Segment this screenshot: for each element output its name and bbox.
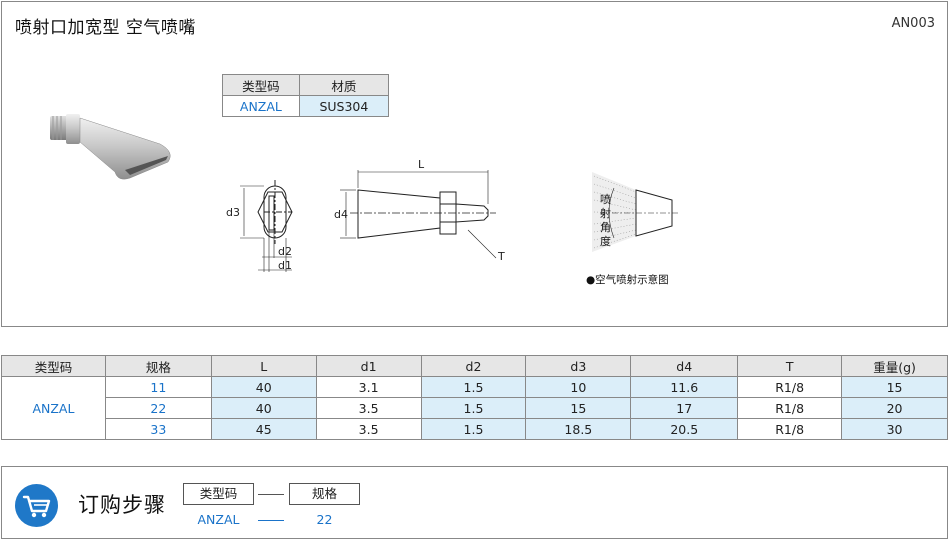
spec-cell: R1/8: [737, 418, 843, 440]
spec-cell: 18.5: [525, 418, 632, 440]
nozzle-photo: [50, 114, 171, 180]
spec-size-link[interactable]: 11: [104, 376, 212, 398]
material-table: 类型码 材质 ANZAL SUS304: [222, 74, 390, 117]
spec-cell: 1.5: [420, 376, 527, 398]
page-title: 喷射口加宽型 空气喷嘴: [15, 18, 196, 38]
spec-cell: R1/8: [737, 376, 843, 398]
step-value-connector: [258, 520, 284, 521]
label-T: T: [497, 250, 505, 263]
spec-cell: 20: [841, 397, 948, 419]
spec-size-link[interactable]: 22: [104, 397, 212, 419]
table-row: 33 45 3.5 1.5 18.5 20.5 R1/8 30: [2, 418, 948, 440]
spec-cell: 40: [210, 376, 317, 398]
spec-cell: 3.1: [315, 376, 422, 398]
step-type-code-value[interactable]: ANZAL: [197, 512, 240, 527]
spec-header-weight: 重量(g): [841, 355, 948, 377]
product-code: AN003: [891, 16, 935, 31]
spec-cell: R1/8: [737, 397, 843, 419]
spec-header-L: L: [210, 355, 317, 377]
spec-header-d3: d3: [525, 355, 632, 377]
cart-icon: [15, 484, 58, 527]
material-table-material: SUS304: [298, 95, 390, 117]
label-L: L: [418, 158, 425, 171]
spray-angle-label-2: 射: [600, 206, 611, 220]
spec-cell: 17: [630, 397, 739, 419]
spec-cell: 3.5: [315, 418, 422, 440]
spec-cell: 40: [210, 397, 317, 419]
technical-drawing: d3 d2 d1 L d4 T: [50, 114, 680, 272]
table-row: ANZAL 11 40 3.1 1.5 10 11.6 R1/8 15: [1, 376, 948, 440]
table-row: 22 40 3.5 1.5 15 17 R1/8 20: [2, 397, 948, 419]
spec-header-row: 类型码 规格 L d1 d2 d3 d4 T 重量(g): [1, 355, 948, 377]
spec-header-size: 规格: [104, 355, 212, 377]
spec-cell: 10: [525, 376, 632, 398]
material-table-type[interactable]: ANZAL: [222, 95, 300, 117]
spec-cell: 15: [841, 376, 948, 398]
spec-header-d1: d1: [315, 355, 422, 377]
spec-table: 类型码 规格 L d1 d2 d3 d4 T 重量(g) ANZAL 11 40…: [1, 355, 948, 440]
spec-header-d2: d2: [420, 355, 527, 377]
spec-cell: 15: [525, 397, 632, 419]
spray-legend: ●空气喷射示意图: [586, 274, 669, 286]
step-size-box: 规格: [289, 483, 360, 505]
spec-size-link[interactable]: 33: [104, 418, 212, 440]
spec-cell: 30: [841, 418, 948, 440]
spray-angle-label-1: 喷: [600, 193, 611, 206]
spec-header-T: T: [737, 355, 843, 377]
spec-type-code[interactable]: ANZAL: [1, 376, 106, 440]
spec-header-type: 类型码: [1, 355, 106, 377]
spec-cell: 3.5: [315, 397, 422, 419]
spec-cell: 45: [210, 418, 317, 440]
spray-angle-label-4: 度: [600, 234, 611, 248]
label-d3: d3: [226, 206, 240, 219]
step-connector: [258, 494, 284, 495]
spray-diagram: [592, 172, 680, 252]
spec-cell: 20.5: [630, 418, 739, 440]
label-d1: d1: [278, 259, 292, 272]
end-view: [240, 180, 293, 272]
spec-header-d4: d4: [630, 355, 739, 377]
step-type-code-box: 类型码: [183, 483, 254, 505]
spec-cell: 11.6: [630, 376, 739, 398]
order-steps-panel: 订购步骤 类型码 规格 ANZAL 22: [1, 466, 948, 539]
step-size-value[interactable]: 22: [316, 512, 333, 527]
side-view: [340, 170, 497, 259]
spec-cell: 1.5: [420, 418, 527, 440]
spray-angle-label-3: 角: [600, 221, 611, 234]
order-title: 订购步骤: [78, 493, 166, 517]
label-d4: d4: [334, 208, 348, 221]
label-d2: d2: [278, 245, 292, 258]
spec-cell: 1.5: [420, 397, 527, 419]
